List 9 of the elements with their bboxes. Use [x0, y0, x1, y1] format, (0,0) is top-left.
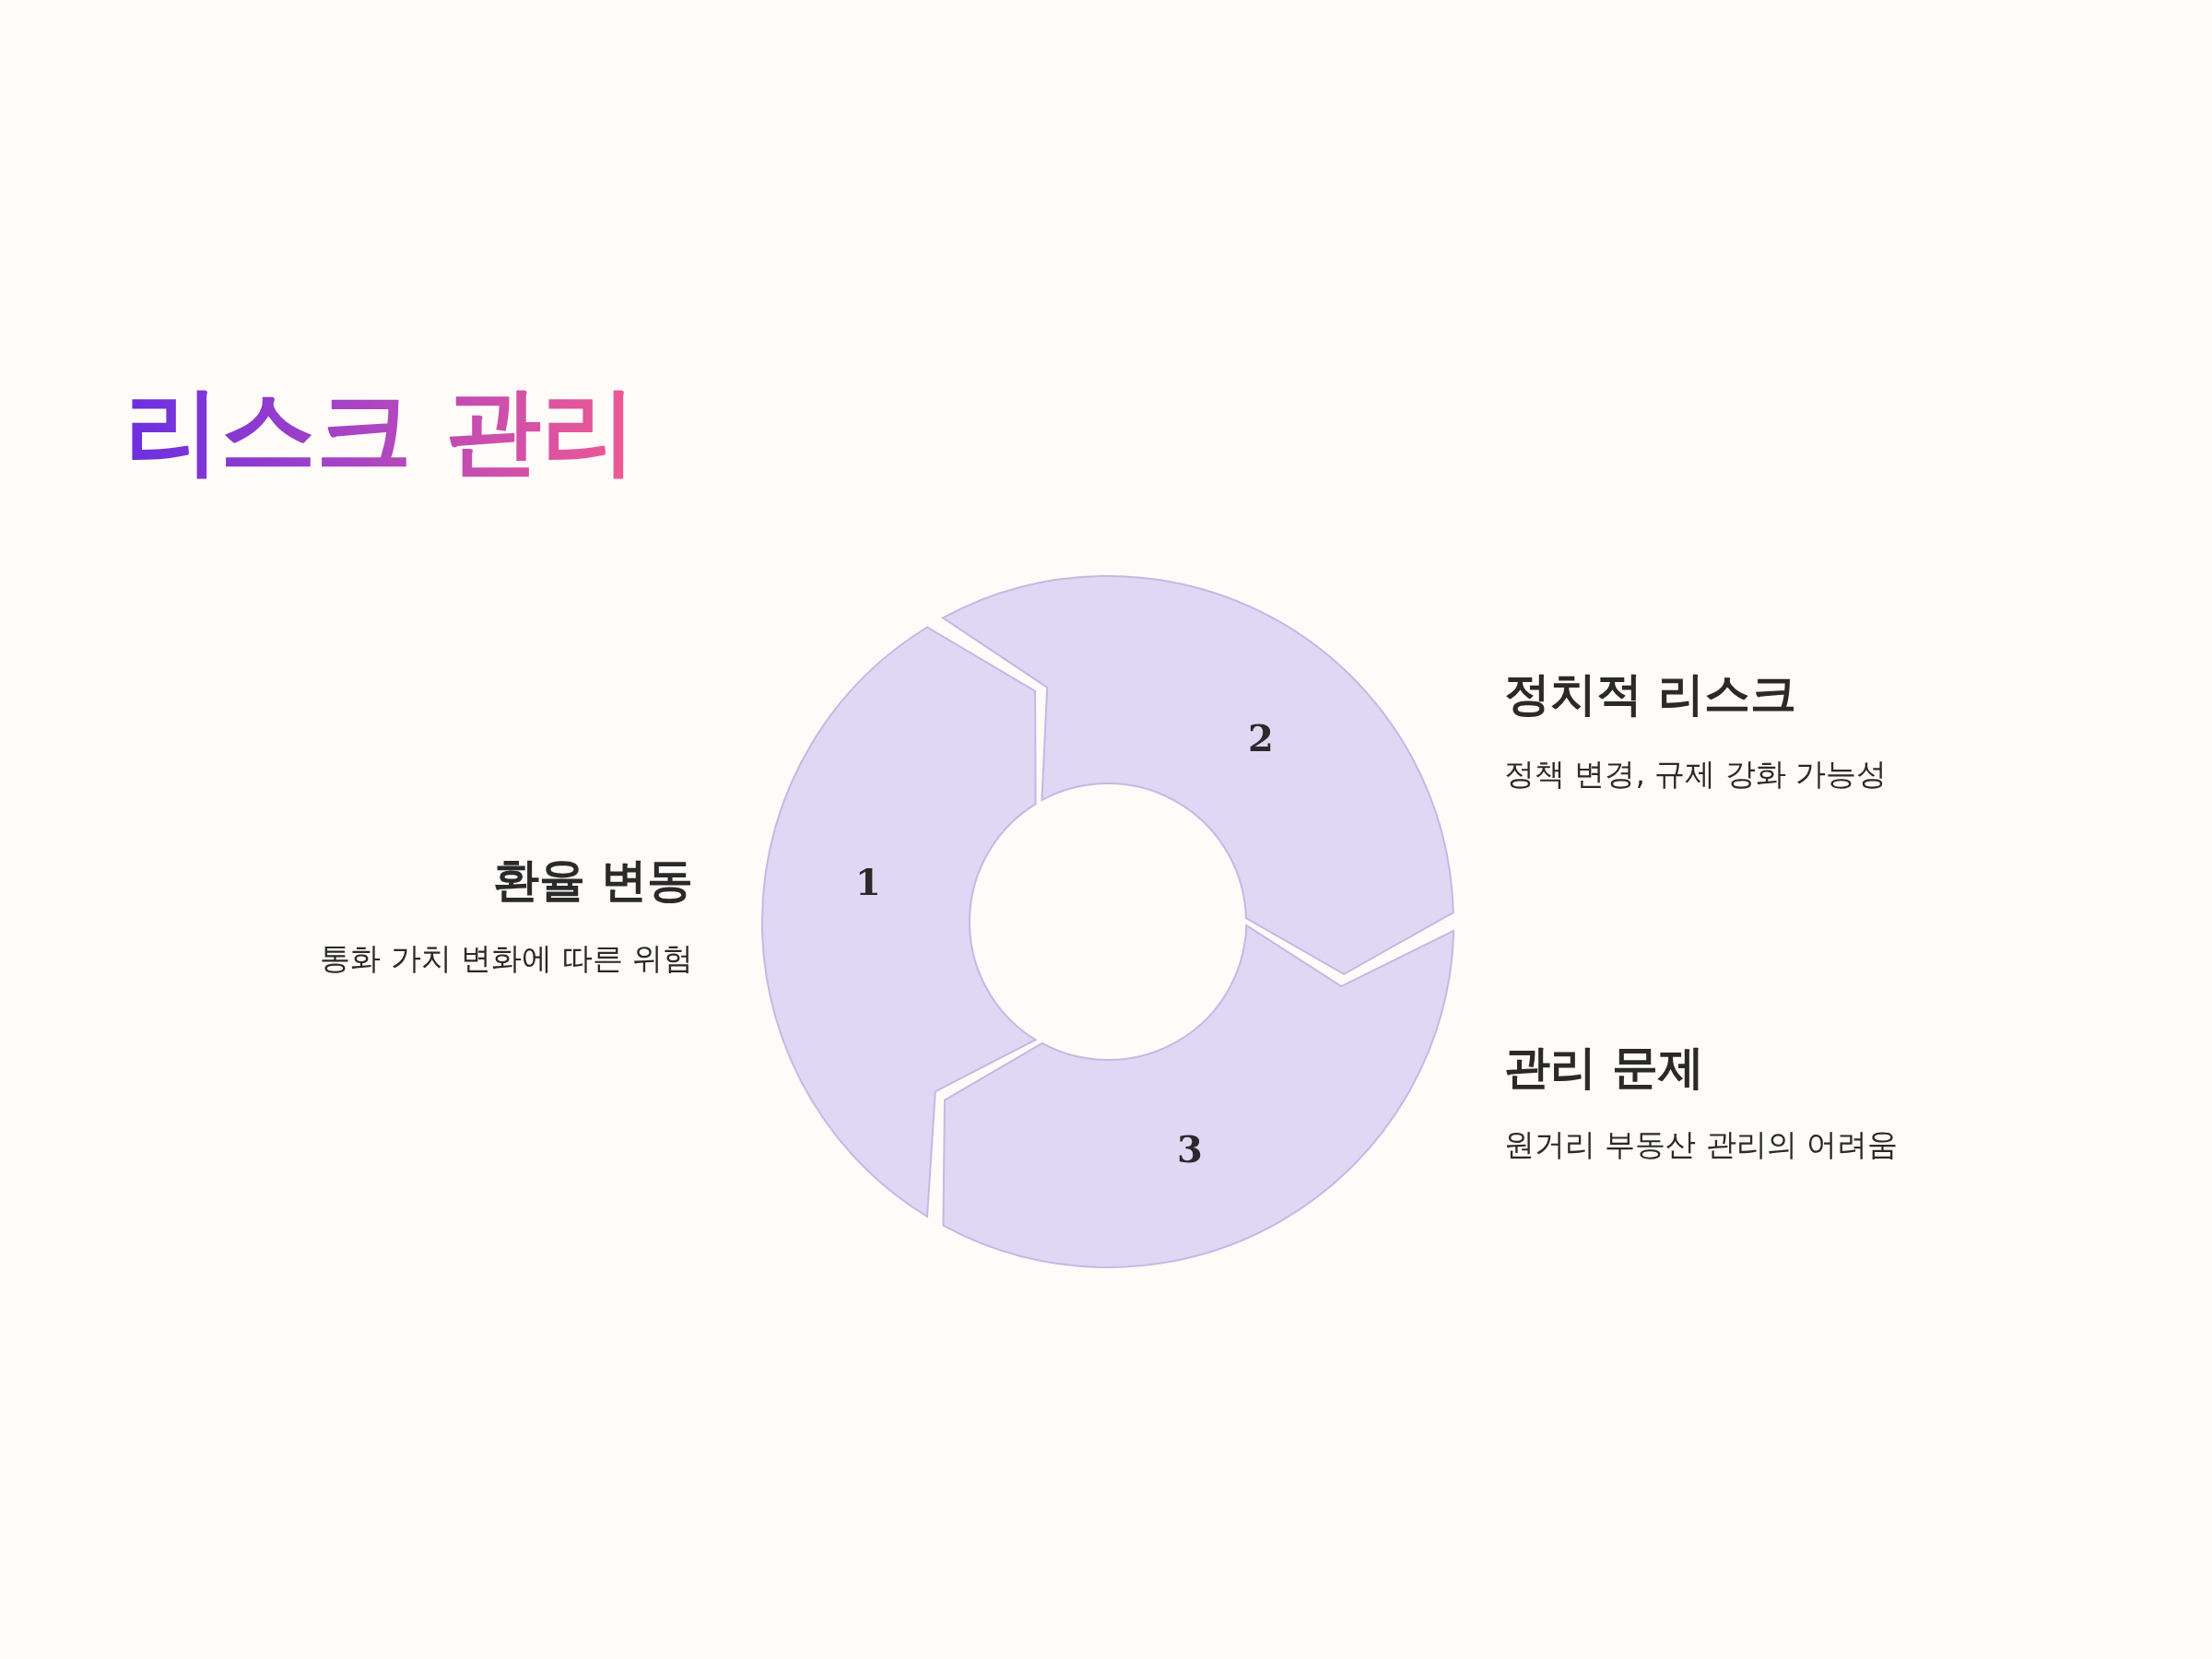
description: 통화 가치 변화에 따른 위험	[320, 939, 693, 978]
step-number: 3	[1177, 1126, 1203, 1171]
step-number: 2	[1248, 715, 1274, 759]
heading: 관리 문제	[1504, 1040, 1705, 1096]
description: 정책 변경, 규제 강화 가능성	[1504, 755, 1888, 794]
heading: 환율 변동	[492, 853, 693, 909]
step-number: 1	[855, 859, 881, 903]
description: 원거리 부동산 관리의 어려움	[1504, 1125, 1899, 1164]
heading: 정치적 리스크	[1504, 666, 1797, 723]
